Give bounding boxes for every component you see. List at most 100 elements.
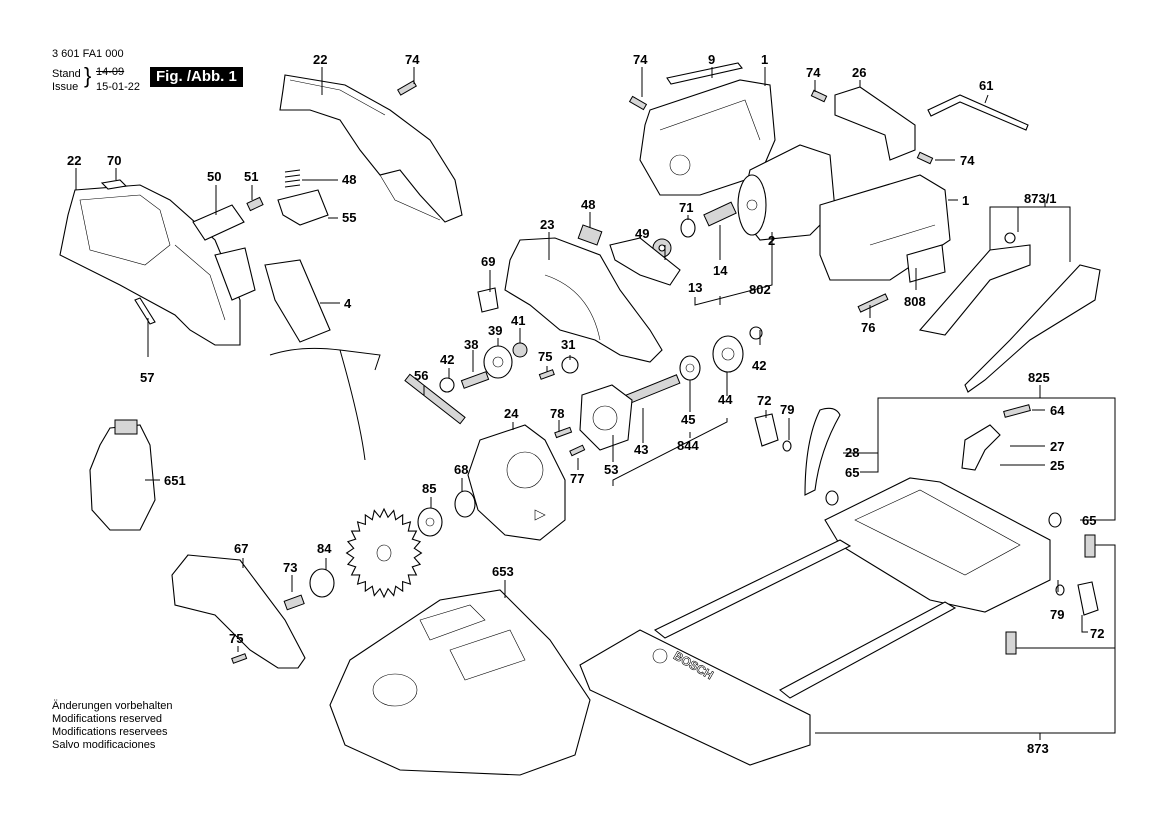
label-38: 38: [464, 337, 478, 352]
label-74: 74: [960, 153, 975, 168]
guard-cover-67: [171, 554, 306, 669]
screw-right-lower: [1005, 631, 1017, 655]
charger-653: [329, 589, 591, 776]
label-653: 653: [492, 564, 514, 579]
saw-blade: [345, 507, 423, 599]
label-26: 26: [852, 65, 866, 80]
label-79: 79: [1050, 607, 1064, 622]
washer-79-center: [782, 440, 792, 452]
footer-line-es: Salvo modificaciones: [52, 739, 156, 751]
label-43: 43: [634, 442, 648, 457]
label-23: 23: [540, 217, 554, 232]
knob-72-right: [1077, 581, 1099, 616]
parallel-guide-873: [579, 539, 957, 766]
label-84: 84: [317, 541, 332, 556]
label-9: [666, 62, 743, 85]
guide-rail-873-1: [918, 232, 1101, 393]
screw-74-housing: [628, 95, 648, 111]
pin-78: [554, 426, 573, 439]
label-802: 802: [749, 282, 771, 297]
label-651: 651: [164, 473, 186, 488]
screw-74-bracket-b: [916, 151, 934, 165]
nut-42-right: [749, 326, 763, 340]
motor-housing-1-top: [639, 79, 776, 196]
label-74: 74: [633, 52, 648, 67]
label-31: 31: [561, 337, 575, 352]
footer-notes: Änderungen vorbehalten Modifications res…: [52, 700, 172, 752]
hex-key-61: [927, 94, 1029, 131]
plate-49: [609, 237, 681, 286]
shaft-38: [460, 371, 490, 389]
footer-line-en: Modifications reserved: [52, 713, 163, 725]
label-65: 65: [845, 465, 859, 480]
screw-77: [569, 444, 586, 457]
label-61: 61: [979, 78, 993, 93]
nut-42-left: [439, 377, 455, 393]
label-85: 85: [422, 481, 436, 496]
stand-date: 14-09: [96, 66, 125, 78]
figure-label: Fig. /Abb. 1: [150, 67, 243, 87]
label-42: 42: [752, 358, 766, 373]
plate-69: [477, 287, 499, 313]
label-13: 13: [688, 280, 702, 295]
label-44: 44: [718, 392, 733, 407]
stand-label: Stand: [52, 68, 81, 80]
footer-line-fr: Modifications reservees: [52, 726, 168, 738]
flange-85: [417, 507, 443, 537]
label-74: 74: [405, 52, 420, 67]
base-plate: [824, 477, 1051, 613]
label-49: 49: [635, 226, 649, 241]
label-77: 77: [570, 471, 584, 486]
label-1: 1: [962, 193, 969, 208]
label-28: 28: [845, 445, 859, 460]
label-55: 55: [342, 210, 356, 225]
bushing-65-center: [825, 490, 839, 506]
issue-label: Issue: [52, 81, 79, 93]
shaft-43: [624, 374, 681, 405]
label-67: 67: [234, 541, 248, 556]
label-873: 873: [1027, 741, 1049, 756]
label-1: 1: [761, 52, 768, 67]
label-22: 22: [313, 52, 327, 67]
screw-right-upper: [1084, 534, 1096, 558]
label-14: 14: [713, 263, 728, 278]
spring-51: [246, 196, 264, 212]
gear-housing-23: [504, 237, 663, 363]
label-70: 70: [107, 153, 121, 168]
bearing-45: [679, 355, 701, 381]
blade-guard-24: [467, 424, 566, 541]
label-75: 75: [229, 631, 243, 646]
screw-75-center: [538, 369, 555, 380]
label-24: 24: [504, 406, 519, 421]
label-873-1: 873/1: [1024, 191, 1057, 206]
spring-48-left: [284, 169, 301, 188]
label-68: 68: [454, 462, 468, 477]
label-50: 50: [207, 169, 221, 184]
label-53: 53: [604, 462, 618, 477]
label-4: 4: [344, 296, 352, 311]
switch-button-50: [192, 204, 245, 241]
riving-knife-28: [804, 407, 841, 496]
screw-75-bottom: [231, 653, 248, 664]
flange-53: [579, 384, 633, 451]
footer-line-de: Änderungen vorbehalten: [52, 700, 173, 712]
label-73: 73: [283, 560, 297, 575]
switch-module-4: [214, 247, 381, 461]
label-825: 825: [1028, 370, 1050, 385]
window-57: [134, 297, 156, 325]
part-labels: 22 74 22 70 50 51 48 55 57 4 74 9 1 74 2…: [67, 52, 1104, 756]
label-25: 25: [1050, 458, 1064, 473]
pin-64: [1003, 404, 1031, 418]
screw-74-top: [397, 80, 417, 96]
housing-top-part: [279, 74, 463, 223]
washer-84: [309, 568, 335, 598]
spring-48-center: [577, 224, 603, 246]
label-74: 74: [806, 65, 821, 80]
motor-2: [737, 144, 836, 241]
label-22: 22: [67, 153, 81, 168]
bearing-41: [512, 342, 528, 358]
label-57: 57: [140, 370, 154, 385]
label-808: 808: [904, 294, 926, 309]
brace-icon: }: [84, 63, 92, 88]
